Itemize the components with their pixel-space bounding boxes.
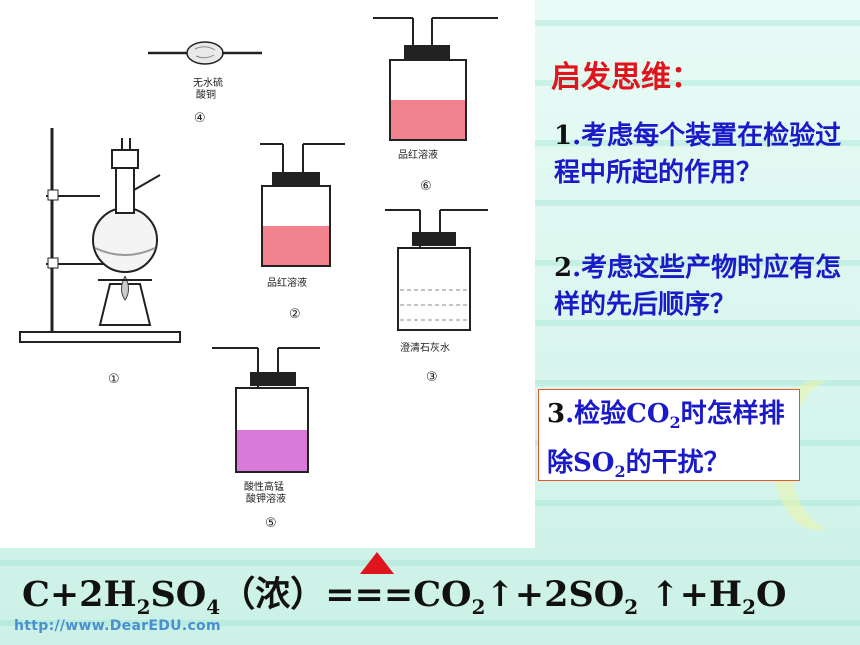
hint-3-text-part2: 时怎样排除SO bbox=[547, 399, 785, 479]
hint-item-1: 1.考虑每个装置在检验过程中所起的作用？ bbox=[554, 118, 844, 192]
apparatus-4-number: ④ bbox=[194, 111, 206, 126]
apparatus-4-label-line1: 无水硫 bbox=[193, 76, 223, 89]
apparatus-3-label: 澄清石灰水 bbox=[400, 341, 450, 354]
apparatus-1-generator: ① bbox=[19, 128, 181, 387]
apparatus-3-number: ③ bbox=[426, 370, 438, 385]
hint-title: 启发思维： bbox=[551, 60, 701, 95]
eq-part-2: SO bbox=[150, 574, 207, 615]
eq-sub-5: 2 bbox=[742, 595, 756, 619]
apparatus-6-label: 品红溶液 bbox=[398, 148, 438, 161]
watermark-url: http://www.DearEDU.com bbox=[14, 618, 221, 634]
apparatus-6-number: ⑥ bbox=[420, 179, 432, 194]
hint-1-number: 1 bbox=[554, 121, 573, 151]
eq-sub-2: 4 bbox=[206, 595, 221, 619]
apparatus-1-number: ① bbox=[108, 372, 120, 387]
hint-2-number: 2 bbox=[554, 253, 573, 283]
eq-sub-4: 2 bbox=[624, 595, 639, 619]
apparatus-5-number: ⑤ bbox=[265, 516, 277, 531]
apparatus-4-label-line2: 酸铜 bbox=[196, 88, 216, 101]
eq-part-3: （浓）===CO bbox=[220, 574, 472, 615]
decorative-moon bbox=[790, 380, 860, 530]
hint-3-text-part3: 的干扰？ bbox=[625, 448, 730, 479]
apparatus-5-bottle: 酸性高锰 酸钾溶液 ⑤ bbox=[212, 347, 320, 531]
reaction-equation: C+2H2SO4（浓）===CO2↑+2SO2 ↑+H2O bbox=[22, 566, 787, 619]
apparatus-5-label-line2: 酸钾溶液 bbox=[246, 492, 286, 505]
eq-part-5: ↑+H bbox=[638, 574, 743, 615]
eq-part-6: O bbox=[756, 574, 787, 615]
eq-part-1: C+2H bbox=[22, 574, 137, 615]
apparatus-2-number: ② bbox=[289, 307, 301, 322]
eq-sub-1: 2 bbox=[136, 595, 151, 619]
hint-1-text: .考虑每个装置在检验过程中所起的作用？ bbox=[554, 121, 842, 188]
apparatus-figure: 无水硫 酸铜 ④ ① bbox=[19, 17, 498, 531]
apparatus-2-bottle: 品红溶液 ② bbox=[260, 143, 345, 322]
hint-item-2: 2.考虑这些产物时应有怎样的先后顺序？ bbox=[554, 250, 844, 324]
eq-part-4: ↑+2SO bbox=[485, 574, 625, 615]
apparatus-5-label-line1: 酸性高锰 bbox=[244, 480, 284, 493]
hint-3-subscript2: 2 bbox=[614, 462, 626, 482]
apparatus-drawing: 无水硫 酸铜 ④ ① bbox=[19, 17, 498, 531]
apparatus-2-label: 品红溶液 bbox=[267, 276, 307, 289]
heating-triangle-icon bbox=[360, 552, 394, 574]
hint-3-number: 3 bbox=[547, 399, 566, 429]
apparatus-4-drying-tube: 无水硫 酸铜 ④ bbox=[148, 41, 262, 126]
eq-sub-3: 2 bbox=[471, 595, 486, 619]
hint-3-subscript1: 2 bbox=[669, 413, 681, 433]
apparatus-6-bottle: 品红溶液 ⑥ bbox=[373, 17, 498, 194]
hint-item-3-box: 3.检验CO2时怎样排除SO2的干扰？ bbox=[538, 389, 800, 481]
hint-2-text: .考虑这些产物时应有怎样的先后顺序？ bbox=[554, 253, 842, 320]
apparatus-3-bottle: 澄清石灰水 ③ bbox=[385, 209, 488, 385]
hint-3-text-part1: .检验CO bbox=[565, 399, 670, 429]
